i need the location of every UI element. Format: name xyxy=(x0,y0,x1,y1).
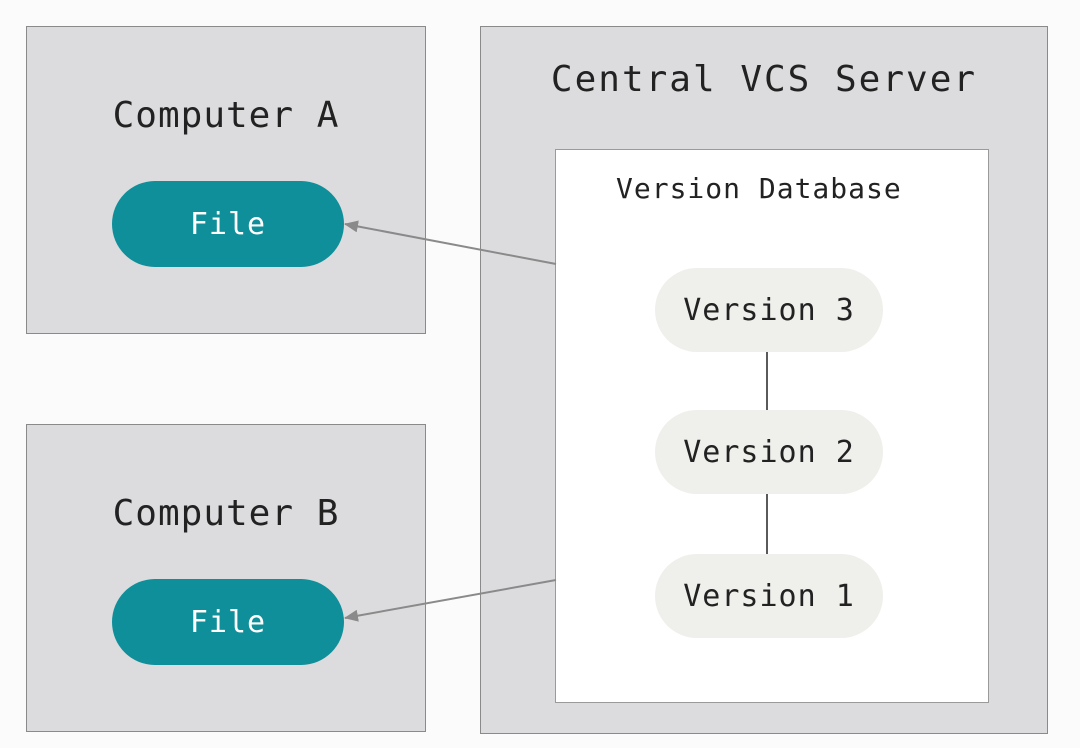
computer-a-title: Computer A xyxy=(112,95,340,136)
computer-b-title: Computer B xyxy=(112,493,340,534)
version-3-pill: Version 3 xyxy=(655,268,883,352)
server-title: Central VCS Server xyxy=(550,59,978,100)
computer-b-box: Computer B File xyxy=(26,424,426,732)
computer-b-file-pill: File xyxy=(112,579,344,665)
version-database-title: Version Database xyxy=(616,172,902,205)
version-1-pill: Version 1 xyxy=(655,554,883,638)
computer-a-file-pill: File xyxy=(112,181,344,267)
computer-a-box: Computer A File xyxy=(26,26,426,334)
version-2-pill: Version 2 xyxy=(655,410,883,494)
central-vcs-server-box: Central VCS Server Version Database xyxy=(480,26,1048,734)
